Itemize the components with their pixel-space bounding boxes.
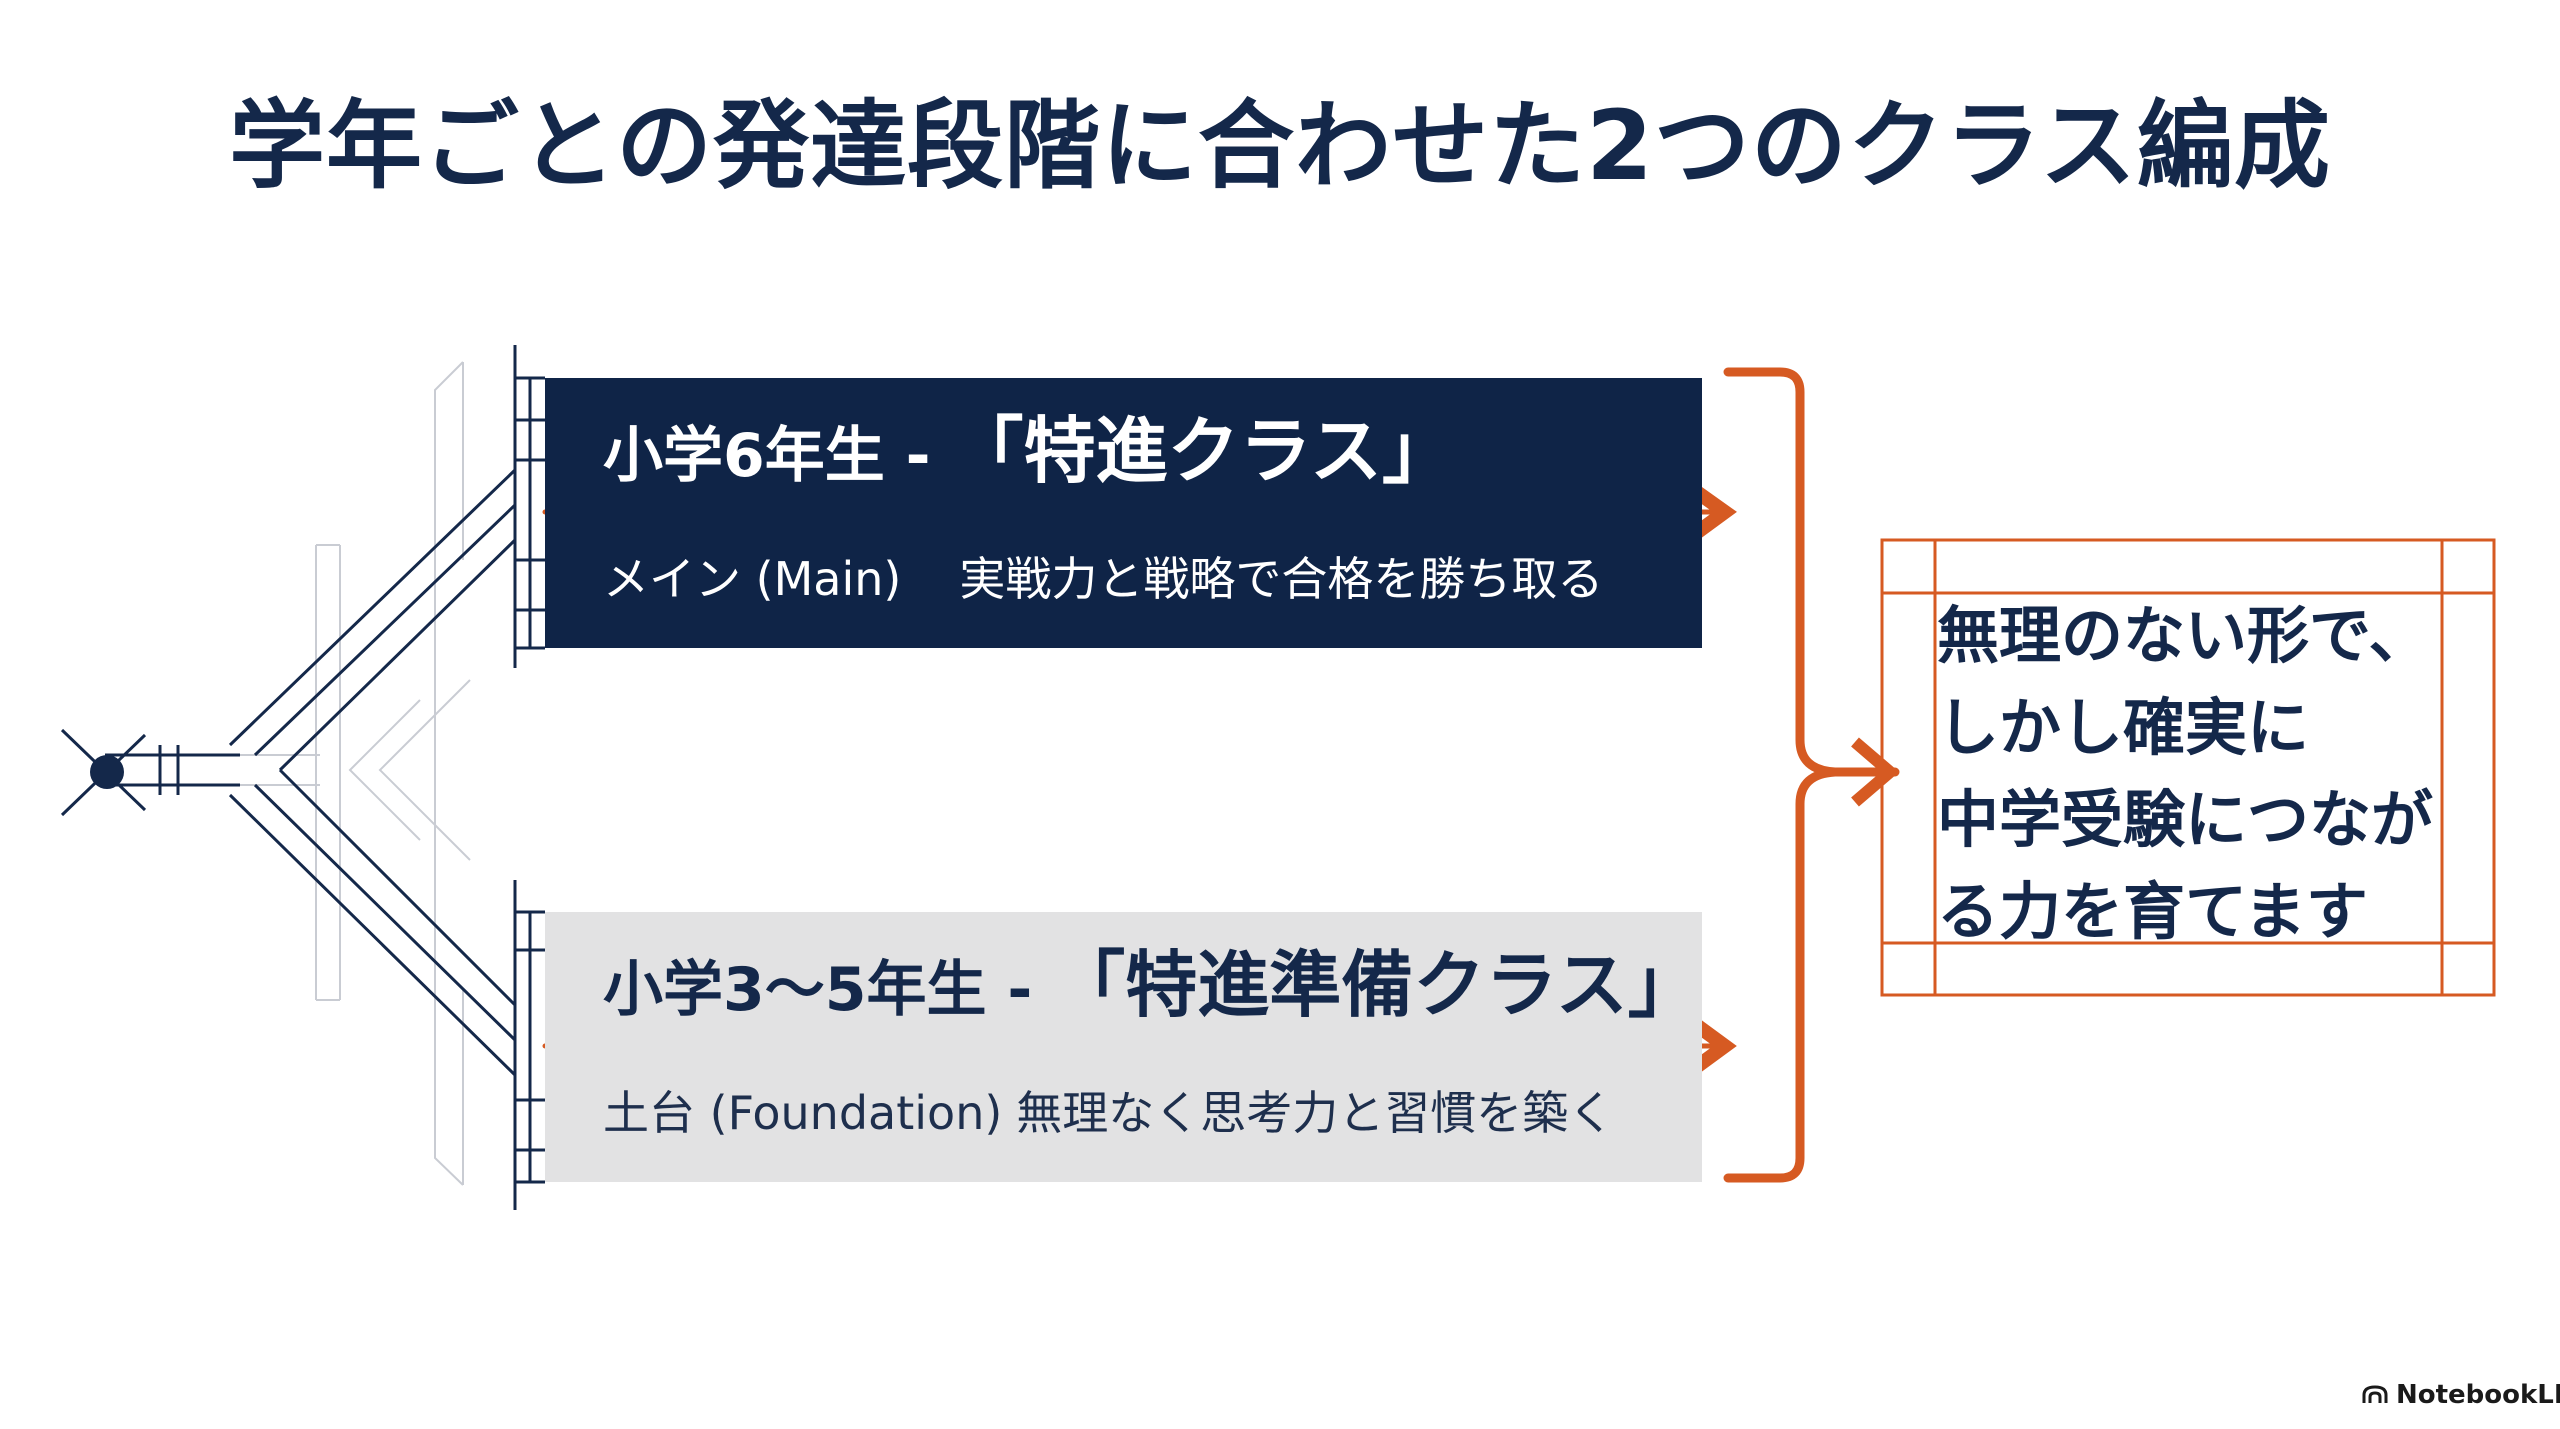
result-line: しかし確実に xyxy=(1937,691,2310,764)
brand-name: NotebookLM xyxy=(2396,1380,2560,1410)
class-card-subtitle: メイン (Main) 実戦力と戦略で合格を勝ち取る xyxy=(603,544,1603,614)
faint-structure-lines xyxy=(240,361,471,1186)
orange-chevrons xyxy=(1675,474,1900,1085)
class-role: メイン (Main) xyxy=(603,552,902,606)
class-card-heading: 小学6年生 - 「特進クラス」 xyxy=(603,406,1454,501)
class-card-grade6: 小学6年生 - 「特進クラス」 メイン (Main) 実戦力と戦略で合格を勝ち取る xyxy=(545,378,1702,648)
class-name: 「特進準備クラス」 xyxy=(1053,943,1700,1027)
navy-branch-lines xyxy=(60,345,545,1210)
notebooklm-logo-icon xyxy=(2362,1385,2388,1403)
class-name: 「特進クラス」 xyxy=(951,409,1454,493)
arrow-right-icon xyxy=(1851,737,1900,807)
result-statement: 無理のない形で、 しかし確実に 中学受験につなが る力を育てます xyxy=(1937,590,2477,958)
class-description: 無理なく思考力と習慣を築く xyxy=(1016,1086,1615,1140)
result-line: 無理のない形で、 xyxy=(1937,599,2431,672)
class-grade: 小学6年生 - xyxy=(603,421,952,491)
result-line: る力を育てます xyxy=(1937,875,2368,948)
origin-node-icon xyxy=(90,755,124,789)
class-card-subtitle: 土台 (Foundation)無理なく思考力と習慣を築く xyxy=(603,1078,1614,1148)
class-role: 土台 (Foundation) xyxy=(603,1086,1003,1140)
class-card-heading: 小学3〜5年生 - 「特進準備クラス」 xyxy=(603,940,1700,1035)
result-box-frame xyxy=(1880,538,2496,997)
slide-title: 学年ごとの発達段階に合わせた2つのクラス編成 xyxy=(229,90,2331,202)
notebooklm-watermark: NotebookLM xyxy=(2362,1380,2560,1410)
result-line: 中学受験につなが xyxy=(1937,783,2434,856)
class-description: 実戦力と戦略で合格を勝ち取る xyxy=(959,552,1604,606)
class-card-grade3-5: 小学3〜5年生 - 「特進準備クラス」 土台 (Foundation)無理なく思… xyxy=(545,912,1702,1182)
class-grade: 小学3〜5年生 - xyxy=(603,955,1054,1025)
